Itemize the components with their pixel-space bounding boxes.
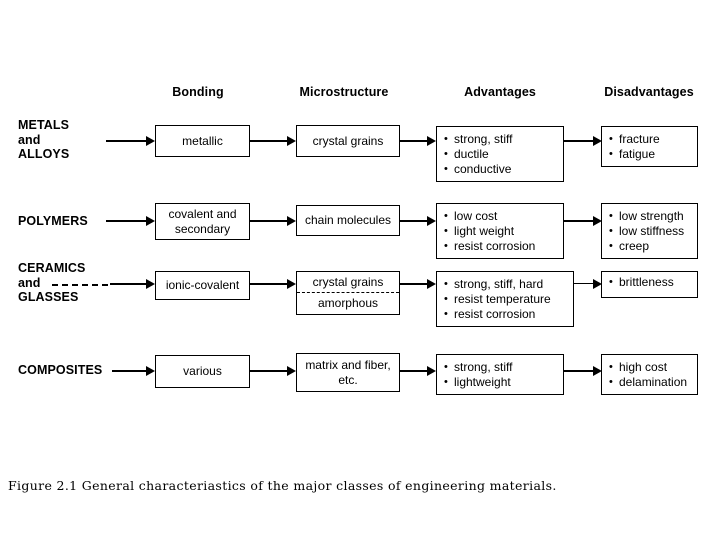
box-ceramics-microstructure-top-text: crystal grains <box>312 274 384 289</box>
list-item: ductile <box>444 147 559 162</box>
list-item: resist corrosion <box>444 307 569 322</box>
box-polymers-microstructure: chain molecules <box>296 205 400 236</box>
box-polymers-bonding: covalent and secondary <box>155 203 250 240</box>
box-polymers-microstructure-text: chain molecules <box>304 213 392 228</box>
row-label-line: and <box>18 275 41 290</box>
box-metals-microstructure-text: crystal grains <box>312 133 384 148</box>
dashed-connector-ceramics <box>52 284 108 286</box>
box-metals-disadvantages: fracture fatigue <box>601 126 698 167</box>
figure-diagram: Bonding Microstructure Advantages Disadv… <box>0 0 720 440</box>
box-metals-bonding-text: metallic <box>182 133 223 148</box>
box-ceramics-microstructure-top: crystal grains <box>297 272 399 293</box>
row-label-line: and <box>18 132 41 147</box>
box-composites-microstructure-text: matrix and fiber, etc. <box>305 358 391 387</box>
metals-advantages-list: strong, stiff ductile conductive <box>437 127 563 181</box>
box-ceramics-bonding: ionic-covalent <box>155 271 250 300</box>
list-item: resist corrosion <box>444 239 559 254</box>
list-item: creep <box>609 239 693 254</box>
list-item: light weight <box>444 224 559 239</box>
row-label-line: ALLOYS <box>18 147 70 161</box>
row-label-line: COMPOSITES <box>18 363 103 377</box>
box-composites-bonding-text: various <box>183 364 222 379</box>
list-item: fracture <box>609 132 693 147</box>
column-header-bonding: Bonding <box>172 85 224 99</box>
row-label-line: CERAMICS <box>18 261 86 275</box>
list-item: conductive <box>444 162 559 177</box>
list-item: low cost <box>444 209 559 224</box>
box-composites-microstructure: matrix and fiber, etc. <box>296 353 400 392</box>
row-label-metals-and-alloys: METALS and ALLOYS <box>18 118 69 162</box>
polymers-disadvantages-list: low strength low stiffness creep <box>602 204 697 258</box>
list-item: resist temperature <box>444 292 569 307</box>
row-label-ceramics-and-glasses: CERAMICS and GLASSES <box>18 261 85 305</box>
row-label-composites: COMPOSITES <box>18 363 102 378</box>
composites-disadvantages-list: high cost delamination <box>602 355 697 394</box>
row-label-line: GLASSES <box>18 290 79 304</box>
composites-advantages-list: strong, stiff lightweight <box>437 355 563 394</box>
box-composites-bonding: various <box>155 355 250 388</box>
box-metals-advantages: strong, stiff ductile conductive <box>436 126 564 182</box>
box-composites-advantages: strong, stiff lightweight <box>436 354 564 395</box>
box-polymers-disadvantages: low strength low stiffness creep <box>601 203 698 259</box>
list-item: brittleness <box>609 275 693 290</box>
list-item: fatigue <box>609 147 693 162</box>
list-item: low stiffness <box>609 224 693 239</box>
column-header-advantages: Advantages <box>464 85 536 99</box>
box-ceramics-disadvantages: brittleness <box>601 271 698 298</box>
box-ceramics-microstructure-bottom: amorphous <box>297 293 399 314</box>
box-polymers-advantages: low cost light weight resist corrosion <box>436 203 564 259</box>
list-item: high cost <box>609 360 693 375</box>
box-ceramics-microstructure-bottom-text: amorphous <box>317 296 379 311</box>
row-label-line: POLYMERS <box>18 214 88 228</box>
column-header-disadvantages: Disadvantages <box>604 85 694 99</box>
box-composites-disadvantages: high cost delamination <box>601 354 698 395</box>
metals-disadvantages-list: fracture fatigue <box>602 127 697 166</box>
box-ceramics-bonding-text: ionic-covalent <box>165 278 240 293</box>
box-ceramics-advantages: strong, stiff, hard resist temperature r… <box>436 271 574 327</box>
box-metals-bonding: metallic <box>155 125 250 157</box>
list-item: lightweight <box>444 375 559 390</box>
polymers-advantages-list: low cost light weight resist corrosion <box>437 204 563 258</box>
ceramics-advantages-list: strong, stiff, hard resist temperature r… <box>437 272 573 326</box>
list-item: strong, stiff, hard <box>444 277 569 292</box>
box-ceramics-microstructure: crystal grains amorphous <box>296 271 400 315</box>
row-label-line: METALS <box>18 118 70 132</box>
list-item: strong, stiff <box>444 360 559 375</box>
row-label-polymers: POLYMERS <box>18 214 88 229</box>
ceramics-disadvantages-list: brittleness <box>602 272 697 294</box>
figure-caption: Figure 2.1 General characteriastics of t… <box>8 478 557 493</box>
box-polymers-bonding-text: covalent and secondary <box>168 207 237 236</box>
box-metals-microstructure: crystal grains <box>296 125 400 157</box>
list-item: delamination <box>609 375 693 390</box>
column-header-microstructure: Microstructure <box>299 85 389 99</box>
list-item: low strength <box>609 209 693 224</box>
list-item: strong, stiff <box>444 132 559 147</box>
